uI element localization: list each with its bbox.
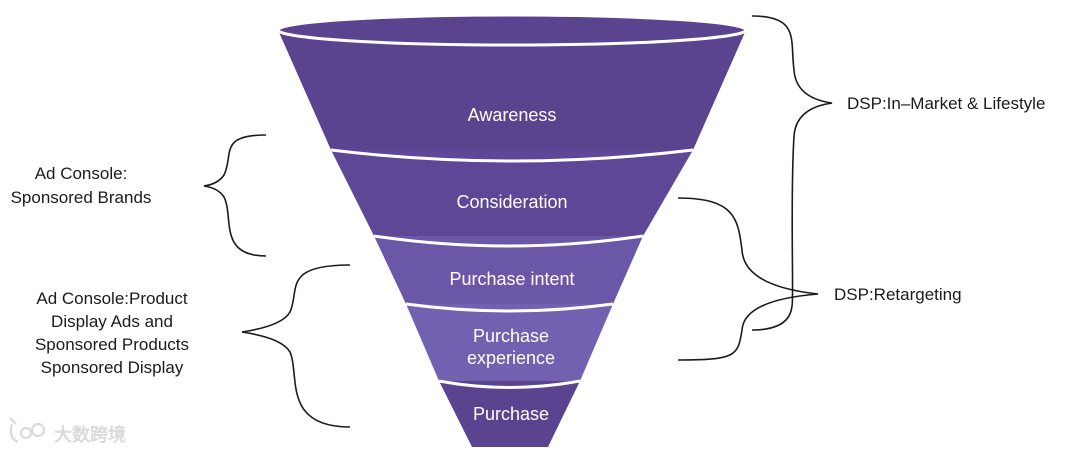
funnel-divider: [373, 234, 644, 248]
funnel-stage-purchase-experience: [406, 304, 613, 381]
funnel-divider: [330, 148, 694, 163]
funnel-top-rim: [276, 13, 748, 47]
label-dsp-in-market: DSP:In–Market & Lifestyle: [847, 94, 1045, 113]
watermark-text: 大数跨境: [54, 424, 126, 446]
brace-dsp-retargeting: [677, 197, 819, 361]
brace-ad-console-product: [241, 264, 351, 428]
funnel-divider: [438, 379, 581, 389]
label-ad-console-product-line2: Display Ads and: [51, 312, 173, 331]
watermark: 大数跨境: [9, 417, 126, 446]
label-dsp-retargeting: DSP:Retargeting: [834, 285, 962, 304]
brace-dsp-in-market: [751, 15, 833, 331]
label-ad-console-brands-line2: Sponsored Brands: [11, 188, 152, 207]
stage-label-consideration: Consideration: [456, 192, 567, 212]
stage-label-awareness: Awareness: [468, 105, 557, 125]
funnel-divider: [405, 302, 614, 313]
logo-icon: [9, 417, 46, 444]
label-ad-console-product-line1: Ad Console:Product: [36, 289, 187, 308]
funnel-stage-purchase: [439, 381, 580, 447]
stage-label-purchase-intent: Purchase intent: [449, 269, 574, 289]
brace-ad-console-brands: [203, 134, 267, 257]
label-ad-console-brands-line1: Ad Console:: [35, 164, 128, 183]
stage-label-purchase-experience-line1: Purchase: [473, 326, 549, 346]
label-ad-console-product-line3: Sponsored Products: [35, 335, 189, 354]
stage-label-purchase-experience-line2: experience: [467, 348, 555, 368]
stage-label-purchase: Purchase: [473, 404, 549, 424]
funnel-stage-awareness: [278, 30, 746, 150]
funnel-stage-purchase-intent: [374, 236, 643, 304]
label-ad-console-product-line4: Sponsored Display: [41, 358, 184, 377]
funnel-stage-consideration: [331, 150, 693, 236]
